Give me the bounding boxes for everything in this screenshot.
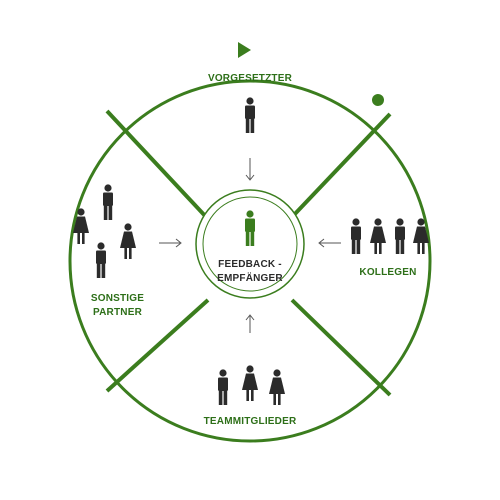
group-left-label-line1: SONSTIGE (90, 293, 145, 304)
divider-top-left (105, 109, 210, 221)
center-label-line1: FEEDBACK - (218, 259, 282, 270)
arrow-top-icon (245, 158, 255, 181)
divider-top-right (290, 112, 392, 219)
man-icon (103, 184, 113, 220)
arrow-right-icon (318, 238, 341, 248)
man-icon (395, 218, 405, 254)
woman-icon (370, 218, 386, 254)
divider-bottom-right (290, 298, 392, 397)
group-bottom-people (218, 365, 285, 405)
woman-icon (120, 223, 136, 259)
center-label: FEEDBACK - EMPFÄNGER (200, 258, 300, 286)
group-top-people (245, 97, 255, 133)
woman-icon (269, 369, 285, 405)
man-icon (351, 218, 361, 254)
group-bottom-label: TEAMMITGLIEDER (203, 416, 297, 427)
ring-start-dot-icon (372, 94, 384, 106)
arrow-bottom-icon (245, 314, 255, 333)
group-left-label: SONSTIGE PARTNER (75, 292, 160, 320)
arrow-left-icon (159, 238, 182, 248)
woman-icon (242, 365, 258, 401)
man-icon (96, 242, 106, 278)
outer-ring (68, 79, 432, 443)
group-right-label: KOLLEGEN (359, 267, 417, 278)
man-icon (218, 369, 228, 405)
center-outer-circle (195, 189, 305, 299)
man-icon (245, 97, 255, 133)
ring-arrowhead-icon (238, 42, 251, 58)
group-left-label-line2: PARTNER (93, 307, 142, 318)
center-inner-circle (202, 196, 298, 292)
group-top-label: VORGESETZTER (207, 73, 293, 84)
center-label-line2: EMPFÄNGER (217, 273, 283, 284)
group-right-people (351, 218, 429, 254)
divider-bottom-left (105, 298, 210, 393)
